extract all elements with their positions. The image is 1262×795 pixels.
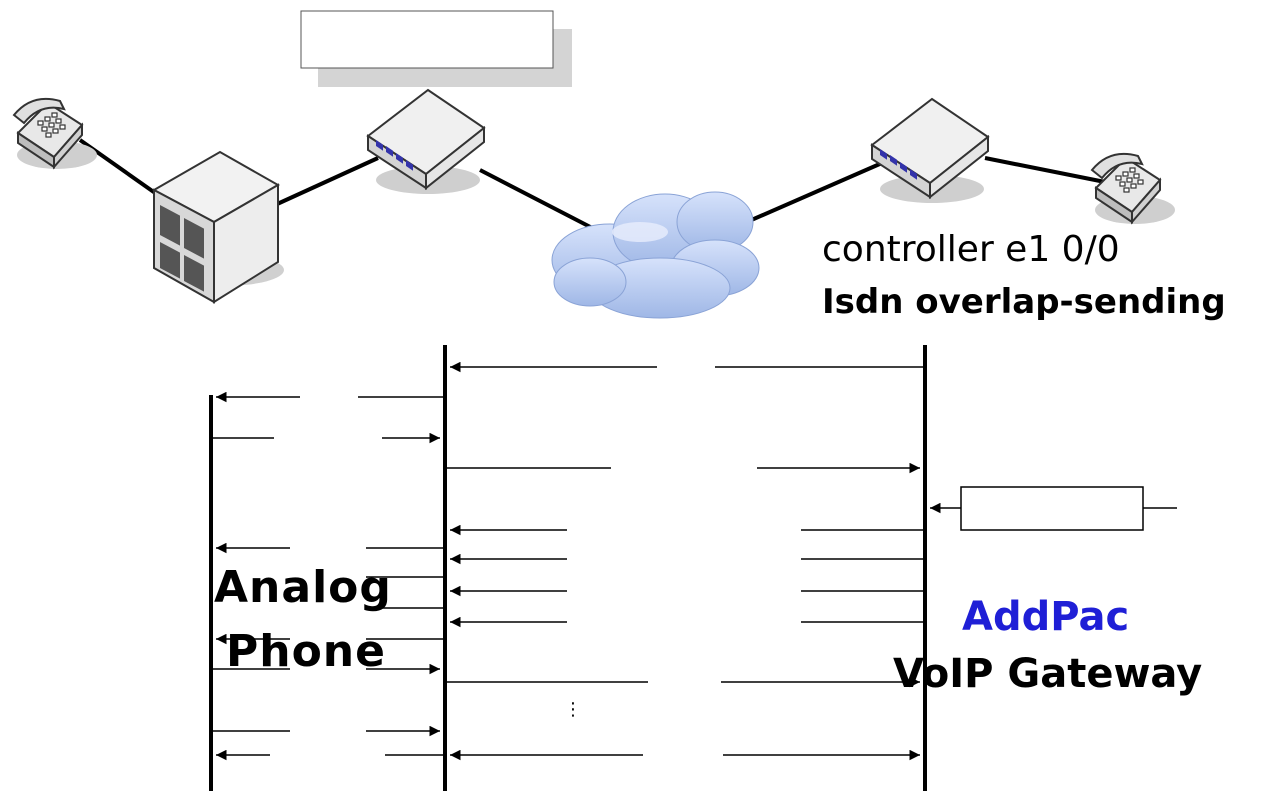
gateway-icon: [366, 88, 486, 194]
timelines: [209, 345, 927, 791]
message-arrows: [213, 361, 1177, 761]
continuation-ellipsis: ⋮: [564, 699, 582, 720]
isdn-command-text: Isdn overlap-sending: [822, 282, 1226, 322]
link-gateway-phone: [984, 156, 1111, 185]
gateway-icon: [870, 97, 990, 203]
phone-icon: [1090, 152, 1175, 225]
right-label-box: [960, 486, 1144, 531]
link-pbx-gateway: [274, 156, 379, 207]
top-label-box: [300, 10, 572, 87]
network-links: [78, 138, 1111, 234]
gateway-brand-label: AddPac: [962, 594, 1130, 640]
link-gateway-cloud: [479, 168, 601, 234]
controller-command-text: controller e1 0/0: [822, 229, 1120, 270]
link-cloud-gateway: [739, 161, 883, 227]
analog-phone-label-line2: Phone: [226, 626, 386, 677]
phone-icon: [12, 97, 97, 170]
cloud-icon: [551, 191, 760, 319]
pbx-icon: [151, 150, 284, 304]
gateway-type-label: VoIP Gateway: [893, 651, 1203, 697]
analog-phone-label-line1: Analog: [214, 562, 392, 613]
